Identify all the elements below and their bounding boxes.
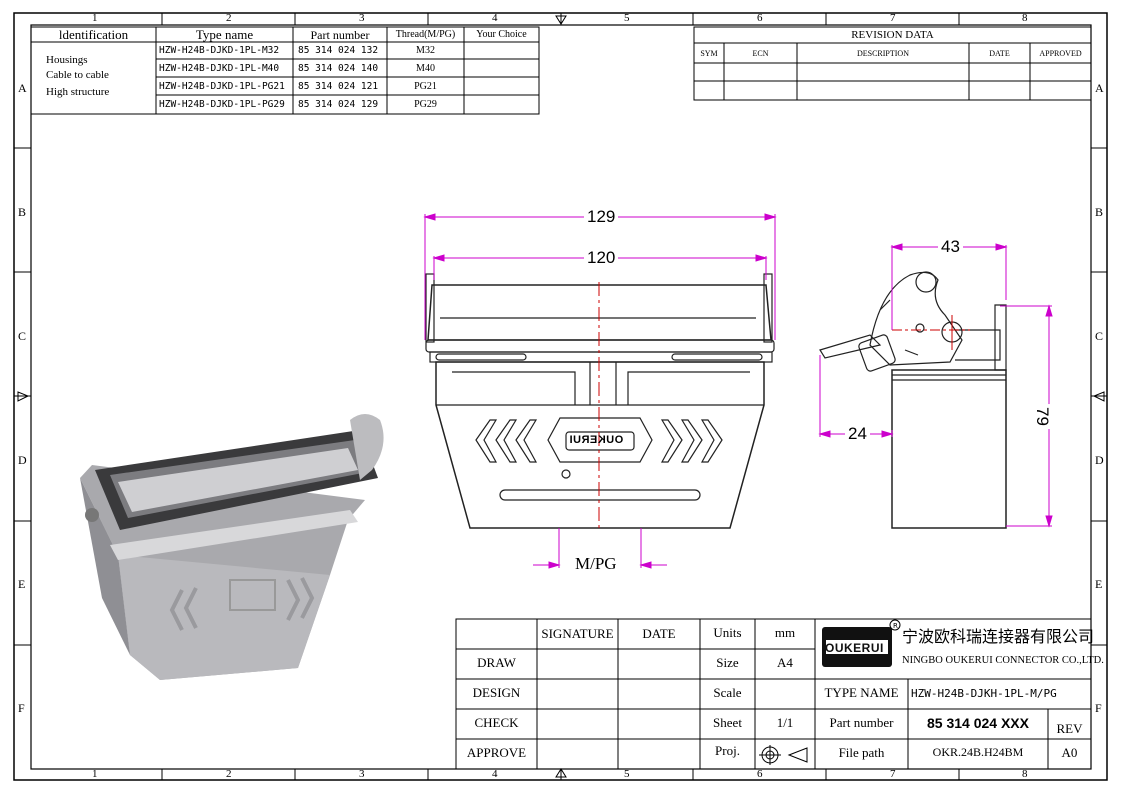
dim-width-inner: 120 [584,249,619,266]
tb-type-name-value: HZW-H24B-DJKH-1PL-M/PG [911,687,1057,700]
zone-row-c-right: C [1095,329,1104,343]
product-render [80,414,384,680]
tb-rev-label: REV [1056,721,1083,736]
revision-header-description: DESCRIPTION [856,49,909,58]
ident-row-1-thread: M32 [416,45,435,56]
zone-col-7-bottom: 7 [890,768,896,780]
tb-part-number-value: 85 314 024 XXX [927,715,1029,731]
zone-col-3: 3 [359,12,365,24]
tb-date-header: DATE [642,626,676,641]
ident-header-identification: ldentification [58,27,129,42]
dim-side-width: 43 [938,238,963,255]
ident-row-4-type: HZW-H24B-DJKD-1PL-PG29 [159,99,285,110]
tb-scale-label: Scale [713,685,742,700]
ident-row-3-type: HZW-H24B-DJKD-1PL-PG21 [159,81,285,92]
zone-col-6-bottom: 6 [757,768,763,780]
ident-header-part-number: Part number [310,28,370,42]
side-view [819,271,1007,529]
ident-row-2-part: 85 314 024 140 [298,63,379,74]
ident-row-1-type: HZW-H24B-DJKD-1PL-M32 [159,45,280,56]
ident-row-2-thread: M40 [416,63,435,74]
zone-row-d-right: D [1095,453,1104,467]
tb-units-value: mm [774,625,796,640]
tb-role-draw: DRAW [477,655,516,670]
tb-sheet-label: Sheet [713,715,742,730]
tb-role-approve: APPROVE [466,745,527,760]
dim-side-offset: 24 [845,425,870,442]
ident-row-4-part: 85 314 024 129 [298,99,379,110]
svg-text:R: R [893,622,898,630]
ident-row-4-thread: PG29 [414,99,437,110]
tb-type-name-label: TYPE NAME [824,685,899,700]
zone-col-7: 7 [890,12,896,24]
zone-row-c: C [18,329,27,343]
tb-rev-value: A0 [1061,745,1078,760]
zone-row-e: E [18,577,26,591]
ident-row-2-choice[interactable] [466,61,537,75]
tb-role-check: CHECK [474,715,519,730]
zone-col-4: 4 [492,12,498,24]
ident-row-2-type: HZW-H24B-DJKD-1PL-M40 [159,63,280,74]
dim-width-overall: 129 [584,208,619,225]
revision-header-ecn: ECN [752,49,769,58]
ident-line-housings: Housings [46,54,88,66]
zone-col-2-bottom: 2 [226,768,232,780]
tb-role-design: DESIGN [472,685,521,700]
zone-row-f-right: F [1095,701,1102,715]
zone-row-f: F [18,701,25,715]
projection-symbol [759,745,808,765]
zone-col-3-bottom: 3 [359,768,365,780]
tb-proj-label: Proj. [715,743,740,758]
zone-row-e-right: E [1095,577,1103,591]
ident-row-3-choice[interactable] [466,79,537,93]
zone-col-6: 6 [757,12,763,24]
zone-col-5: 5 [624,12,630,24]
zone-row-b-right: B [1095,205,1104,219]
ident-row-1-choice[interactable] [466,44,537,57]
zone-col-1-bottom: 1 [92,768,98,780]
ident-row-1-part: 85 314 024 132 [298,45,379,56]
front-view [425,273,775,529]
tb-units-label: Units [713,625,742,640]
zone-row-b: B [18,205,27,219]
ident-line-structure: High structure [46,86,110,98]
zone-col-2: 2 [226,12,232,24]
zone-col-8: 8 [1022,12,1028,24]
revision-header-approved: APPROVED [1039,49,1082,58]
dim-thread: M/PG [572,555,620,572]
zone-col-1: 1 [92,12,98,24]
zone-row-a: A [18,81,27,95]
ident-row-3-part: 85 314 024 121 [298,81,379,92]
tb-sheet-value: 1/1 [776,715,794,730]
revision-header-sym: SYM [700,49,718,58]
ident-header-type-name: Type name [195,27,254,42]
zone-row-a-right: A [1095,81,1104,95]
zone-col-4-bottom: 4 [492,768,498,780]
ident-line-cable: Cable to cable [46,69,109,81]
tb-file-path-value: OKR.24B.H24BM [932,745,1024,759]
tb-logo-text: OUKERUI [825,641,884,655]
front-emblem-text: OUKERUI [569,434,624,446]
tb-company-cn: 宁波欧科瑞连接器有限公司 [902,629,1095,646]
tb-size-label: Size [716,655,739,670]
revision-header-date: DATE [989,49,1010,58]
ident-row-4-choice[interactable] [466,97,537,112]
tb-part-number-label: Part number [829,715,894,730]
revision-title: REVISION DATA [851,29,934,41]
zone-row-d: D [18,453,27,467]
ident-row-3-thread: PG21 [414,81,437,92]
zone-col-8-bottom: 8 [1022,768,1028,780]
tb-company-en: NINGBO OUKERUI CONNECTOR CO.,LTD. [902,655,1104,666]
tb-signature-header: SIGNATURE [541,626,614,641]
tb-size-value: A4 [777,655,793,670]
ident-header-thread: Thread(M/PG) [395,29,456,40]
ident-header-your-choice: Your Choice [476,29,527,40]
company-logo: R [822,619,901,667]
dim-side-height: 79 [1033,404,1052,429]
zone-col-5-bottom: 5 [624,768,630,780]
tb-file-path-label: File path [838,745,885,760]
